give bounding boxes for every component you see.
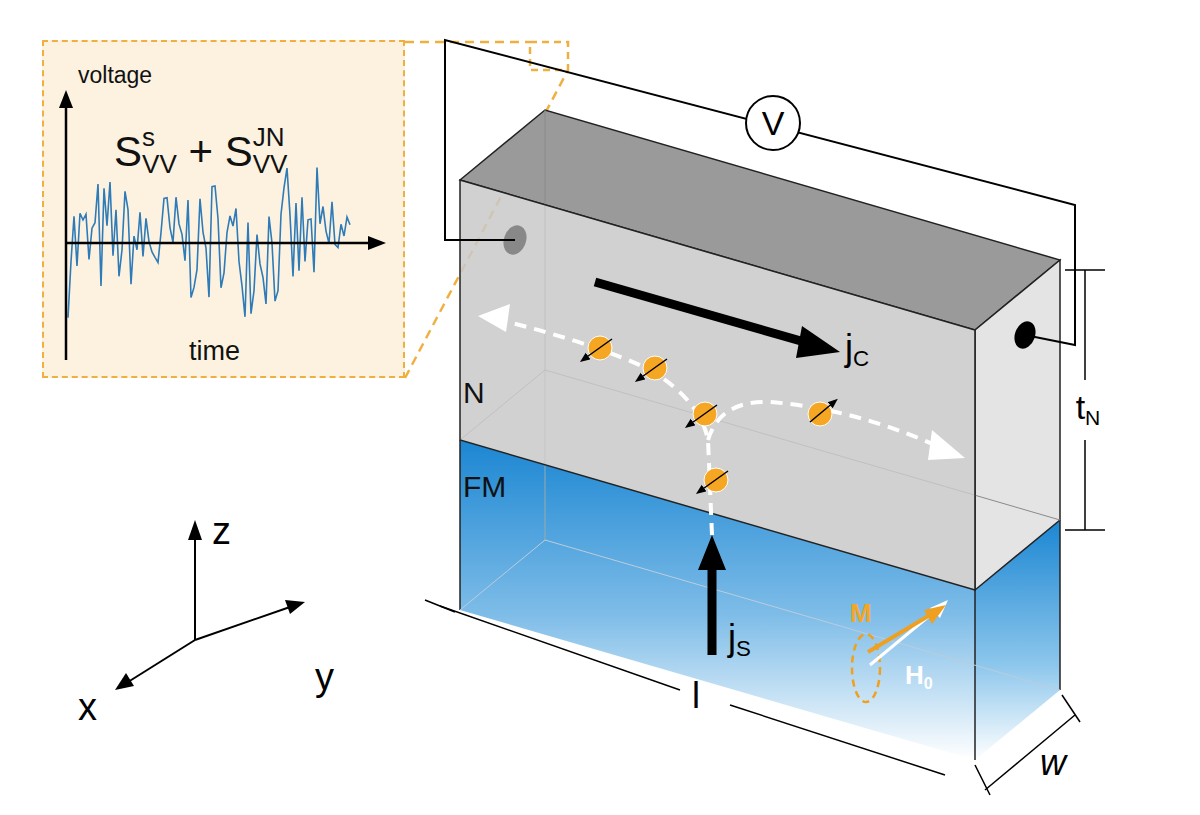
dimension-label: l xyxy=(692,678,700,714)
voltmeter-circle: V xyxy=(745,95,801,151)
arrowhead xyxy=(285,600,305,614)
arrowhead xyxy=(924,605,946,624)
spin-path xyxy=(708,402,935,445)
axis xyxy=(128,640,195,682)
vector-label: M xyxy=(850,600,872,626)
arrowhead xyxy=(59,90,73,108)
dimension-line xyxy=(985,715,1075,790)
axis-label: z xyxy=(212,512,231,550)
dimension-label: tN xyxy=(1074,390,1103,428)
noise-plot xyxy=(42,40,405,378)
edge xyxy=(1059,520,1061,690)
dimension-line xyxy=(1084,440,1086,530)
axis xyxy=(194,535,196,640)
electrons xyxy=(584,336,834,492)
arrowhead xyxy=(368,236,386,250)
axis-label: voltage xyxy=(78,64,152,87)
spin-current-arrow xyxy=(708,565,717,655)
edge xyxy=(974,590,976,760)
spin-arrow xyxy=(584,339,612,359)
axis-label: y xyxy=(315,658,334,696)
arrowhead xyxy=(796,326,840,358)
zoom-square xyxy=(530,42,568,70)
wire xyxy=(445,40,1075,345)
dimension-tick xyxy=(975,765,990,795)
dimension-line xyxy=(1084,270,1086,380)
spin-arrow xyxy=(700,471,728,491)
arrowhead xyxy=(115,673,134,690)
dimension-tick xyxy=(1062,695,1080,722)
axis-label: time xyxy=(189,338,240,365)
hidden-edge xyxy=(460,540,545,610)
arrowhead xyxy=(928,430,965,460)
spin-arrow xyxy=(689,405,717,425)
dimension-label: w xyxy=(1040,745,1066,781)
charge-current-arrow xyxy=(595,282,815,345)
plot-axis xyxy=(66,241,370,244)
formula: SsVV + SJNVV xyxy=(114,124,287,177)
n-side-face xyxy=(975,260,1060,590)
spin-arrow xyxy=(810,402,834,422)
layer-label: N xyxy=(463,378,485,408)
precession-orbit xyxy=(852,634,880,702)
callout-line xyxy=(405,41,530,44)
current-label: jC xyxy=(845,330,869,371)
dimension-line xyxy=(440,606,680,690)
spin-path xyxy=(500,320,712,535)
arrowhead xyxy=(188,520,202,540)
dimension-line xyxy=(730,705,945,775)
n-front-face xyxy=(460,180,975,590)
axis xyxy=(195,607,290,640)
vector-label: H0 xyxy=(905,662,933,691)
spin-arrow xyxy=(639,359,667,379)
axis-label: x xyxy=(78,688,97,726)
voltmeter-label: V xyxy=(762,106,785,140)
inset-panel: voltageSsVV + SJNVV time xyxy=(42,40,405,378)
current-label: jS xyxy=(728,620,751,661)
layer-label: FM xyxy=(463,472,506,502)
arrowhead xyxy=(698,535,726,570)
edge xyxy=(459,440,461,610)
magnetization-arrow xyxy=(868,612,935,652)
arrowhead xyxy=(478,304,510,332)
plot-axis xyxy=(64,106,67,360)
